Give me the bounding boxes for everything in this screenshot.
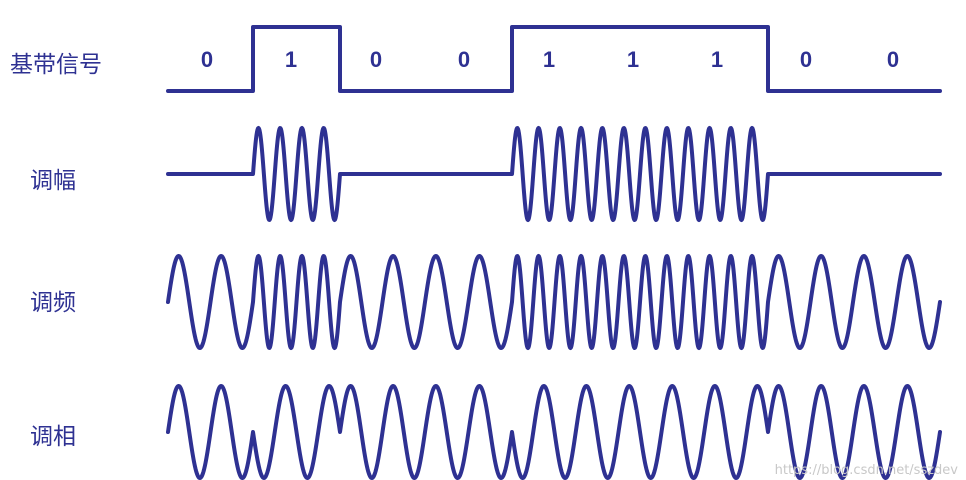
- watermark-text: https://blog.csdn.net/sszdev: [775, 463, 959, 478]
- bit-labels: 0 1 0 0 1 1 1 0 0: [201, 47, 899, 72]
- bit-label-6: 1: [627, 47, 639, 72]
- frequency-modulation-label: 调频: [30, 290, 76, 316]
- bit-label-7: 1: [711, 47, 723, 72]
- amplitude-modulation-label: 调幅: [30, 168, 76, 194]
- am-waveform: [166, 126, 942, 222]
- bit-label-9: 0: [887, 47, 899, 72]
- baseband-waveform: [166, 25, 942, 93]
- baseband-signal-label: 基带信号: [10, 52, 102, 78]
- fm-waveform: [166, 254, 942, 350]
- bit-label-4: 0: [458, 47, 470, 72]
- bit-label-2: 1: [285, 47, 297, 72]
- pm-waveform: [166, 384, 942, 480]
- bit-label-1: 0: [201, 47, 213, 72]
- bit-label-5: 1: [543, 47, 555, 72]
- bit-label-3: 0: [370, 47, 382, 72]
- bit-label-8: 0: [800, 47, 812, 72]
- phase-modulation-label: 调相: [30, 424, 76, 450]
